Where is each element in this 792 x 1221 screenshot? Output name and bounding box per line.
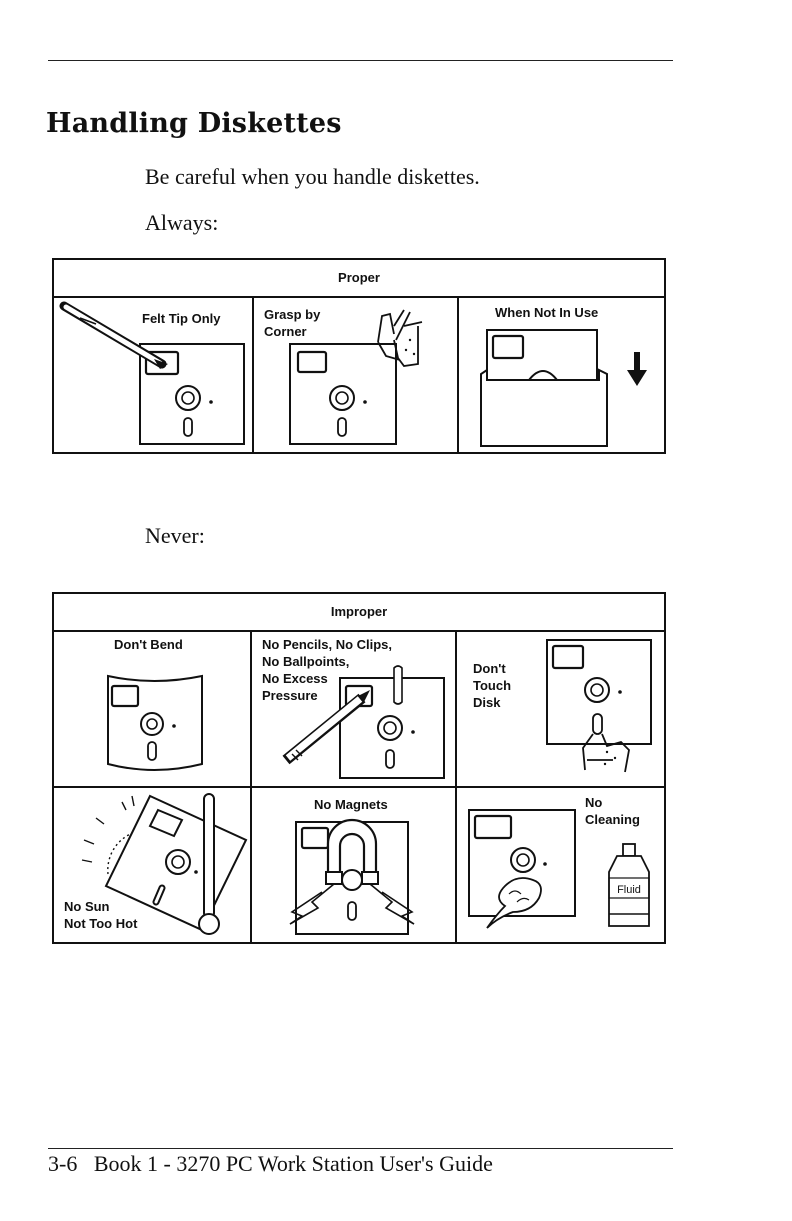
page-footer: 3-6 Book 1 - 3270 PC Work Station User's… [48,1151,493,1176]
magnet-diskette-icon [289,818,415,935]
improper-label-bend: Don't Bend [114,637,183,652]
never-label: Never: [145,523,205,548]
proper-cell-grasp: Grasp by Corner [254,296,457,454]
improper-label-touch: Don't Touch Disk [473,661,512,710]
diskette-in-envelope-icon [480,329,647,447]
improper-label-pencil: No Pencils, No Clips, No Ballpoints, No … [262,637,393,703]
improper-cell-pencil: No Pencils, No Clips, No Ballpoints, No … [252,630,455,786]
proper-cell-felt-tip: Felt Tip Only [54,296,252,454]
pencil-on-diskette-icon [282,665,445,779]
divider [54,786,664,788]
improper-panel: Improper Don't Bend [52,592,666,944]
improper-cell-touch: Don't Touch Disk [457,630,664,786]
improper-label-cleaning: No Cleaning [585,795,640,827]
divider [457,296,459,452]
felt-tip-pen-on-diskette-icon [59,301,245,445]
divider [252,296,254,452]
proper-panel: Proper Felt Tip Only Gr [52,258,666,454]
footer-rule [48,1148,673,1149]
proper-label-storage: When Not In Use [495,305,599,320]
proper-cell-storage: When Not In Use [459,296,664,454]
proper-label-grasp: Grasp by Corner [264,307,321,339]
intro-text: Be careful when you handle diskettes. [145,164,480,189]
bent-diskette-icon [107,674,203,771]
page-title: Handling Diskettes [46,108,342,139]
improper-cell-bend: Don't Bend [54,630,250,786]
improper-cell-sun: No Sun Not Too Hot [54,788,250,942]
proper-label-felt-tip: Felt Tip Only [142,311,221,326]
proper-header: Proper [54,260,664,298]
always-label: Always: [145,210,219,235]
finger-touching-disk-icon [546,639,652,773]
improper-label-magnet: No Magnets [314,797,388,812]
cleaning-fluid-diskette-icon: Fluid [468,809,650,929]
sun-thermometer-diskette-icon [81,793,248,935]
improper-label-sun: No Sun Not Too Hot [64,899,138,931]
fluid-bottle-label: Fluid [617,884,641,896]
improper-cell-magnet: No Magnets [252,788,455,942]
improper-header: Improper [54,594,664,632]
hand-grasping-diskette-icon [289,309,423,445]
improper-cell-cleaning: Fluid No Cleaning [457,788,664,942]
top-rule [48,60,673,61]
